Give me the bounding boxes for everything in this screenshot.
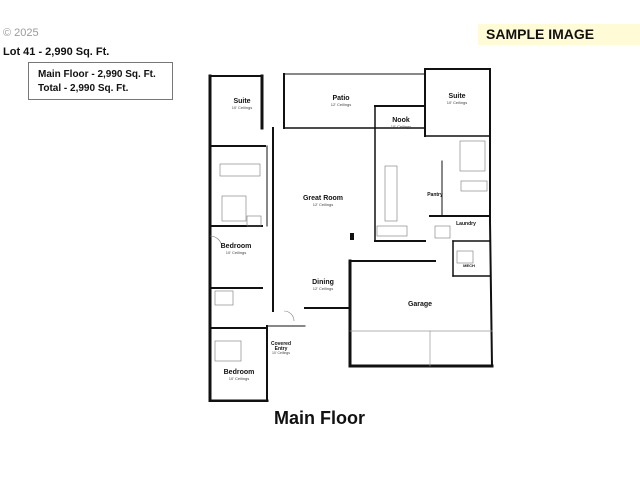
room-bedroom-lower-name: Bedroom [224,369,255,376]
room-covered-entry-ceiling: 10' Ceilings [272,351,290,355]
room-laundry-name: Laundry [456,221,476,227]
room-mech-name: MECH [463,263,475,268]
room-patio-ceiling: 12' Ceilings [331,102,352,107]
room-suite-right-name: Suite [448,93,465,100]
room-suite-right-ceiling: 10' Ceilings [447,100,468,105]
room-bedroom-lower-ceiling: 10' Ceilings [229,376,250,381]
floor-plan: Suite 10' Ceilings Patio 12' Ceilings No… [208,68,494,402]
room-patio-name: Patio [332,95,349,102]
square-footage-box: Main Floor - 2,990 Sq. Ft. Total - 2,990… [28,62,173,100]
room-bedroom-upper-ceiling: 10' Ceilings [226,250,247,255]
post-marker [350,233,354,240]
room-dining-name: Dining [312,279,334,286]
room-suite-left-name: Suite [233,98,250,105]
room-nook-ceiling: 10' Ceilings [391,124,412,129]
total-sqft: Total - 2,990 Sq. Ft. [38,83,129,94]
room-covered-entry-name-1: Covered [271,341,291,347]
main-floor-sqft: Main Floor - 2,990 Sq. Ft. [38,69,156,80]
room-dining-ceiling: 12' Ceilings [313,286,334,291]
room-bedroom-upper-name: Bedroom [221,243,252,250]
lot-title: Lot 41 - 2,990 Sq. Ft. [3,46,110,58]
room-nook-name: Nook [392,117,410,124]
room-great-room-ceiling: 12' Ceilings [313,202,334,207]
copyright-text: © 2025 [3,27,39,39]
floor-title: Main Floor [274,408,365,428]
room-garage-name: Garage [408,301,432,308]
sample-image-label: SAMPLE IMAGE [478,24,640,45]
room-covered-entry-name-2: Entry [275,346,288,352]
room-pantry-name: Pantry [427,192,443,198]
room-great-room-name: Great Room [303,195,343,202]
room-suite-left-ceiling: 10' Ceilings [232,105,253,110]
